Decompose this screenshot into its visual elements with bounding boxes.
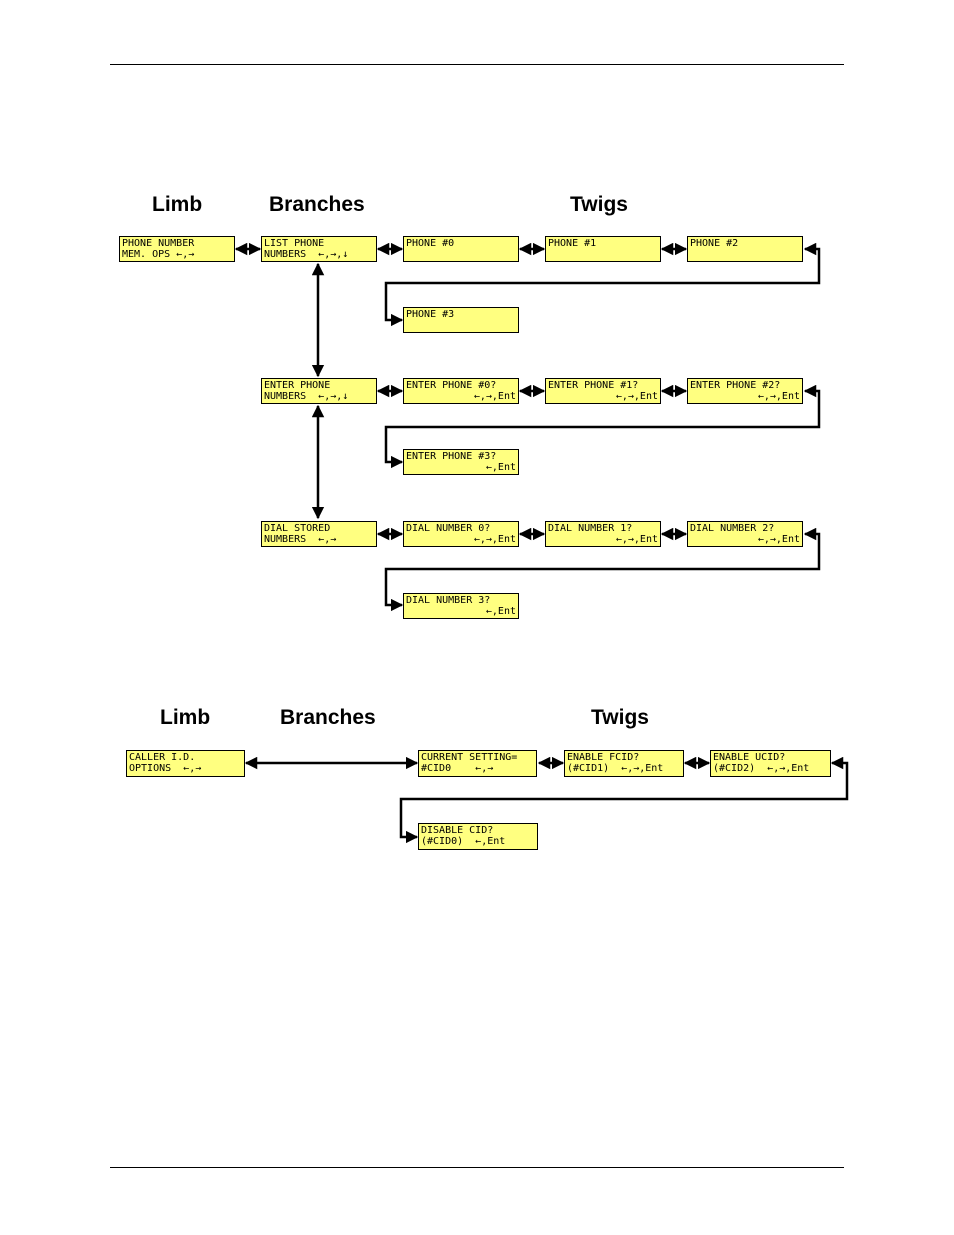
d1-heading-branches: Branches <box>269 193 365 216</box>
twig-phone-3: PHONE #3 <box>403 307 519 333</box>
footer-rule <box>110 1167 844 1168</box>
limb-caller-id-options: CALLER I.D.OPTIONS ←,→ <box>126 750 245 777</box>
twig-dial-number-0: DIAL NUMBER 0?←,→,Ent <box>403 521 519 547</box>
d1-heading-limb: Limb <box>152 193 203 216</box>
twig-dial-number-3: DIAL NUMBER 3?←,Ent <box>403 593 519 619</box>
twig-current-setting: CURRENT SETTING=#CID0 ←,→ <box>418 750 537 777</box>
twig-enter-phone-0: ENTER PHONE #0?←,→,Ent <box>403 378 519 404</box>
twig-dial-number-1: DIAL NUMBER 1?←,→,Ent <box>545 521 661 547</box>
twig-disable-cid: DISABLE CID?(#CID0) ←,Ent <box>418 823 538 850</box>
header-rule <box>110 64 844 65</box>
twig-phone-2: PHONE #2 <box>687 236 803 262</box>
twig-dial-number-2: DIAL NUMBER 2?←,→,Ent <box>687 521 803 547</box>
twig-enter-phone-3: ENTER PHONE #3?←,Ent <box>403 449 519 475</box>
twig-phone-1: PHONE #1 <box>545 236 661 262</box>
d2-heading-branches: Branches <box>280 706 376 729</box>
d2-heading-twigs: Twigs <box>591 706 649 729</box>
d2-heading-limb: Limb <box>160 706 211 729</box>
d1-heading-twigs: Twigs <box>570 193 628 216</box>
twig-enter-phone-1: ENTER PHONE #1?←,→,Ent <box>545 378 661 404</box>
twig-phone-0: PHONE #0 <box>403 236 519 262</box>
twig-enable-fcid: ENABLE FCID?(#CID1) ←,→,Ent <box>564 750 684 777</box>
twig-enable-ucid: ENABLE UCID?(#CID2) ←,→,Ent <box>710 750 831 777</box>
twig-enter-phone-2: ENTER PHONE #2?←,→,Ent <box>687 378 803 404</box>
